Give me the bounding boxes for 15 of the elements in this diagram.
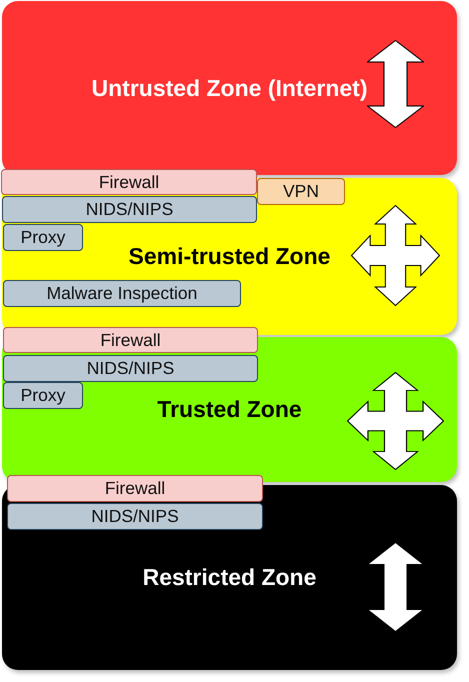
component-box: Firewall — [3, 327, 258, 353]
zone-panel — [2, 1, 457, 175]
component-box: NIDS/NIPS — [2, 196, 257, 223]
zone-title: Semi-trusted Zone — [128, 243, 330, 270]
component-box: Proxy — [3, 382, 83, 409]
component-box: Proxy — [3, 224, 83, 251]
zone-title: Untrusted Zone (Internet) — [92, 74, 368, 102]
component-box: NIDS/NIPS — [7, 503, 263, 530]
zone-title: Restricted Zone — [142, 564, 316, 591]
component-box: NIDS/NIPS — [3, 355, 258, 382]
component-box: Firewall — [7, 475, 263, 502]
component-box: VPN — [257, 178, 345, 205]
zone-title: Trusted Zone — [157, 396, 302, 423]
component-box: Malware Inspection — [3, 280, 241, 307]
component-box: Firewall — [1, 169, 257, 195]
